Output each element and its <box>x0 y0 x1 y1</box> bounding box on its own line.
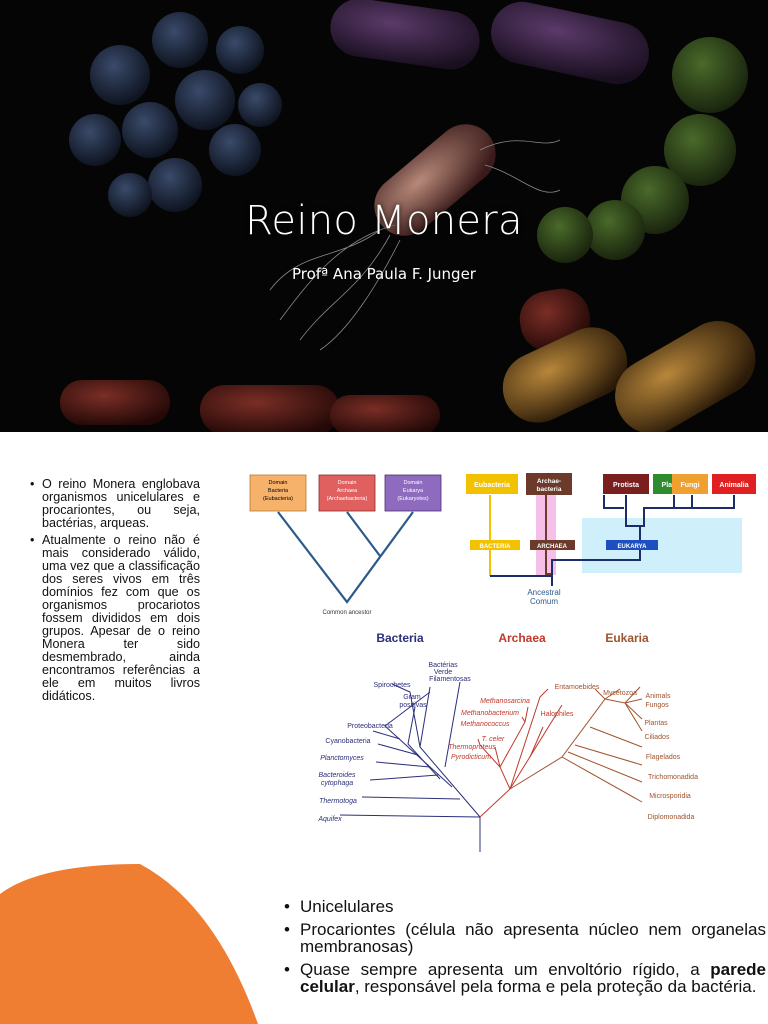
header-archaea: Archaea <box>498 631 546 645</box>
orange-decorative-shape <box>0 864 258 1024</box>
bullet-paragraph: Atualmente o reino não é mais considerad… <box>30 534 200 703</box>
svg-text:(Eukaryotes): (Eukaryotes) <box>397 496 428 502</box>
svg-text:(Eubacteria): (Eubacteria) <box>263 496 293 502</box>
svg-text:ARCHAEA: ARCHAEA <box>537 544 568 550</box>
ancestor-label: Ancestral <box>527 588 561 597</box>
domain-tree-lines <box>277 511 414 604</box>
svg-text:Halophiles: Halophiles <box>541 711 574 718</box>
kingdom-protista: Protista <box>613 482 639 489</box>
svg-text:BACTERIA: BACTERIA <box>480 544 512 550</box>
kingdom-mid-labels: BACTERIA ARCHAEA EUKARYA <box>470 540 658 550</box>
svg-text:EUKARYA: EUKARYA <box>618 544 648 550</box>
slide-subtitle: Profª Ana Paula F. Junger <box>292 265 476 283</box>
svg-text:Filamentosas: Filamentosas <box>429 676 471 683</box>
svg-text:Methanobacterium: Methanobacterium <box>461 710 519 717</box>
purple-rods <box>330 0 649 85</box>
svg-text:Proteobacteria: Proteobacteria <box>347 723 393 730</box>
svg-text:(Archaebacteria): (Archaebacteria) <box>327 496 368 502</box>
svg-text:Domain: Domain <box>269 480 288 486</box>
svg-text:Microsporidia: Microsporidia <box>649 793 691 800</box>
archaea-branches <box>477 688 563 818</box>
svg-text:Verde: Verde <box>434 669 452 676</box>
kingdom-animalia: Animalia <box>719 482 748 489</box>
svg-text:Aquifex: Aquifex <box>317 816 342 823</box>
svg-text:Fungos: Fungos <box>645 702 669 709</box>
svg-text:Domain: Domain <box>404 480 423 486</box>
header-eukaria: Eukaria <box>605 631 649 645</box>
svg-text:Entamoebides: Entamoebides <box>555 684 600 691</box>
bullet-paragraph: O reino Monera englobava organismos unic… <box>30 478 200 530</box>
flagellated-bacterium <box>269 124 561 351</box>
domain-box-bacteria: Domain Bacteria (Eubacteria) <box>249 474 307 512</box>
kingdom-fungi: Fungi <box>680 482 699 489</box>
svg-text:Bacteria: Bacteria <box>268 488 289 494</box>
header-bacteria: Bacteria <box>376 631 424 645</box>
bacteria-leaves: Bactérias Verde Filamentosas Spirochetes… <box>317 662 471 823</box>
svg-text:Domain: Domain <box>338 480 357 486</box>
cocci-cluster <box>69 12 282 217</box>
domain-box-archaea: Domain Archaea (Archaebacteria) <box>318 474 376 512</box>
svg-text:Trichomonadida: Trichomonadida <box>648 774 698 781</box>
svg-text:Comum: Comum <box>530 597 558 606</box>
svg-text:Gram: Gram <box>403 694 421 701</box>
characteristics-list: Unicelulares Procariontes (célula não ap… <box>284 898 766 1001</box>
svg-text:Methanococcus: Methanococcus <box>460 721 510 728</box>
svg-text:Eukarya: Eukarya <box>403 488 424 494</box>
svg-text:Flagelados: Flagelados <box>646 754 681 761</box>
bacteria-branches <box>339 681 481 818</box>
svg-text:Spirochetes: Spirochetes <box>374 682 411 689</box>
svg-text:Thermotoga: Thermotoga <box>319 798 357 805</box>
title-slide: Reino Monera Profª Ana Paula F. Junger <box>0 0 768 432</box>
svg-text:positivas: positivas <box>399 702 427 709</box>
kingdom-boxes: Eubacteria Archae- bacteria Protista Pla… <box>466 473 756 495</box>
svg-text:Ciliados: Ciliados <box>645 734 670 741</box>
list-item: Quase sempre apresenta um envoltório ríg… <box>284 961 766 995</box>
common-ancestor-label: Common ancestor <box>322 610 371 616</box>
svg-text:Diplomonadida: Diplomonadida <box>648 814 695 821</box>
svg-text:Mycetozoa: Mycetozoa <box>603 690 637 697</box>
eukaria-leaves: Entamoebides Mycetozoa Animals Fungos Pl… <box>555 684 698 821</box>
streptococcus-chain <box>537 37 748 263</box>
domain-box-eukarya: Domain Eukarya (Eukaryotes) <box>384 474 442 512</box>
phylogenetic-tree: Bacteria Archaea Eukaria Bactérias Verde <box>317 631 698 852</box>
kingdom-archaebacteria: Archae- <box>537 478 561 485</box>
bullet-list: O reino Monera englobava organismos unic… <box>30 478 200 707</box>
list-item: Procariontes (célula não apresenta núcle… <box>284 921 766 955</box>
svg-text:Plantas: Plantas <box>644 720 668 727</box>
svg-text:Thermoproteus: Thermoproteus <box>448 744 496 751</box>
svg-text:Planctomyces: Planctomyces <box>320 755 364 762</box>
monera-classification-slide: O reino Monera englobava organismos unic… <box>0 432 768 864</box>
svg-text:T. celer: T. celer <box>482 736 505 743</box>
archaea-leaves: Methanosarcina Methanobacterium Halophil… <box>448 698 574 761</box>
svg-text:Archaea: Archaea <box>337 488 358 494</box>
svg-text:bacteria: bacteria <box>537 486 562 493</box>
svg-text:Cyanobacteria: Cyanobacteria <box>325 738 370 745</box>
list-item: Unicelulares <box>284 898 766 915</box>
highlight-term: parede celular <box>300 960 766 996</box>
slide-title: Reino Monera <box>245 198 523 244</box>
svg-text:Bacteroides: Bacteroides <box>319 772 356 779</box>
svg-text:Animals: Animals <box>646 693 671 700</box>
svg-text:cytophaga: cytophaga <box>321 780 353 787</box>
bacteria-background-image <box>60 0 756 432</box>
svg-text:Bactérias: Bactérias <box>428 662 458 669</box>
three-domains-diagram: Domain Bacteria (Eubacteria) Domain Arch… <box>249 474 442 616</box>
tan-rods <box>502 321 756 432</box>
six-kingdoms-diagram: Eubacteria Archae- bacteria Protista Pla… <box>466 473 756 606</box>
svg-text:Pyrodicticum: Pyrodicticum <box>451 754 491 761</box>
characteristics-slide: Unicelulares Procariontes (célula não ap… <box>0 864 768 1024</box>
kingdom-eubacteria: Eubacteria <box>474 482 510 489</box>
svg-text:Methanosarcina: Methanosarcina <box>480 698 530 705</box>
eukaria-branches <box>509 686 643 803</box>
